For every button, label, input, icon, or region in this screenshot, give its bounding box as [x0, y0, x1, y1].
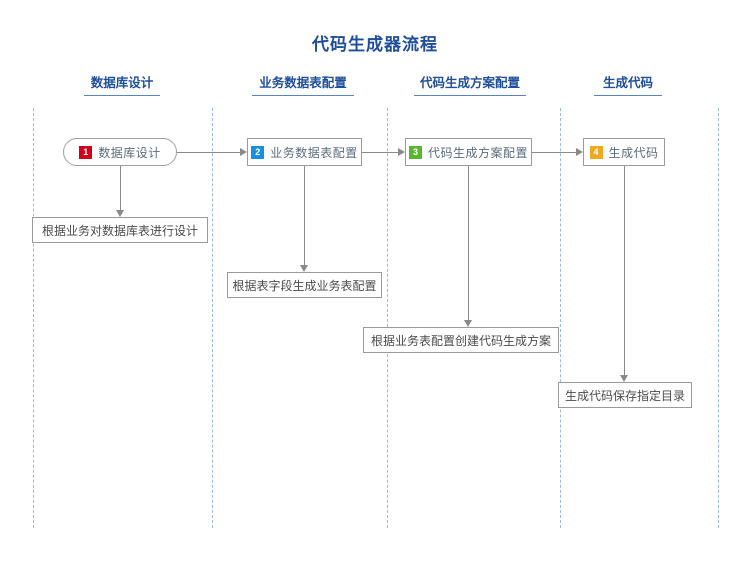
lane-separator-2	[387, 108, 388, 528]
lane-separator-3	[560, 108, 561, 528]
arrowhead-3-to-4	[576, 147, 583, 156]
step-badge-2: 2	[251, 145, 265, 159]
description-box-2: 根据表字段生成业务表配置	[227, 272, 382, 298]
connector-node4-to-desc4	[624, 166, 625, 375]
arrowhead-1-to-2	[240, 147, 247, 156]
description-box-1: 根据业务对数据库表进行设计	[32, 217, 208, 243]
step-node-2-label: 业务数据表配置	[270, 145, 358, 160]
arrowhead-node4-to-desc4	[619, 375, 628, 382]
column-header-database-design: 数据库设计	[84, 72, 160, 96]
connector-3-to-4	[532, 152, 576, 153]
connector-2-to-3	[362, 152, 398, 153]
step-node-4[interactable]: 4 生成代码	[583, 138, 665, 166]
step-node-2[interactable]: 2 业务数据表配置	[247, 138, 362, 166]
connector-node2-to-desc2	[304, 166, 305, 265]
lane-separator-1	[212, 108, 213, 528]
lane-separator-0	[33, 108, 34, 528]
arrowhead-node2-to-desc2	[299, 265, 308, 272]
page-title: 代码生成器流程	[312, 35, 438, 54]
connector-1-to-2	[177, 152, 240, 153]
step-badge-4: 4	[589, 145, 603, 159]
connector-node1-to-desc1	[120, 166, 121, 210]
arrowhead-node1-to-desc1	[115, 210, 124, 217]
step-node-1-label: 数据库设计	[98, 145, 161, 160]
step-node-4-label: 生成代码	[608, 145, 659, 160]
connector-node3-to-desc3	[468, 166, 469, 320]
step-badge-3: 3	[409, 145, 422, 159]
lane-separator-4	[718, 108, 719, 528]
column-header-codegen-plan: 代码生成方案配置	[414, 72, 526, 96]
column-header-business-table: 业务数据表配置	[252, 72, 354, 96]
column-header-generate-code: 生成代码	[594, 72, 662, 96]
description-box-4: 生成代码保存指定目录	[558, 382, 692, 408]
arrowhead-node3-to-desc3	[463, 320, 472, 327]
step-node-3[interactable]: 3 代码生成方案配置	[405, 138, 532, 166]
step-node-1[interactable]: 1 数据库设计	[63, 138, 177, 166]
arrowhead-2-to-3	[398, 147, 405, 156]
step-node-3-label: 代码生成方案配置	[428, 145, 529, 160]
description-box-3: 根据业务表配置创建代码生成方案	[363, 327, 559, 353]
step-badge-1: 1	[79, 145, 93, 159]
